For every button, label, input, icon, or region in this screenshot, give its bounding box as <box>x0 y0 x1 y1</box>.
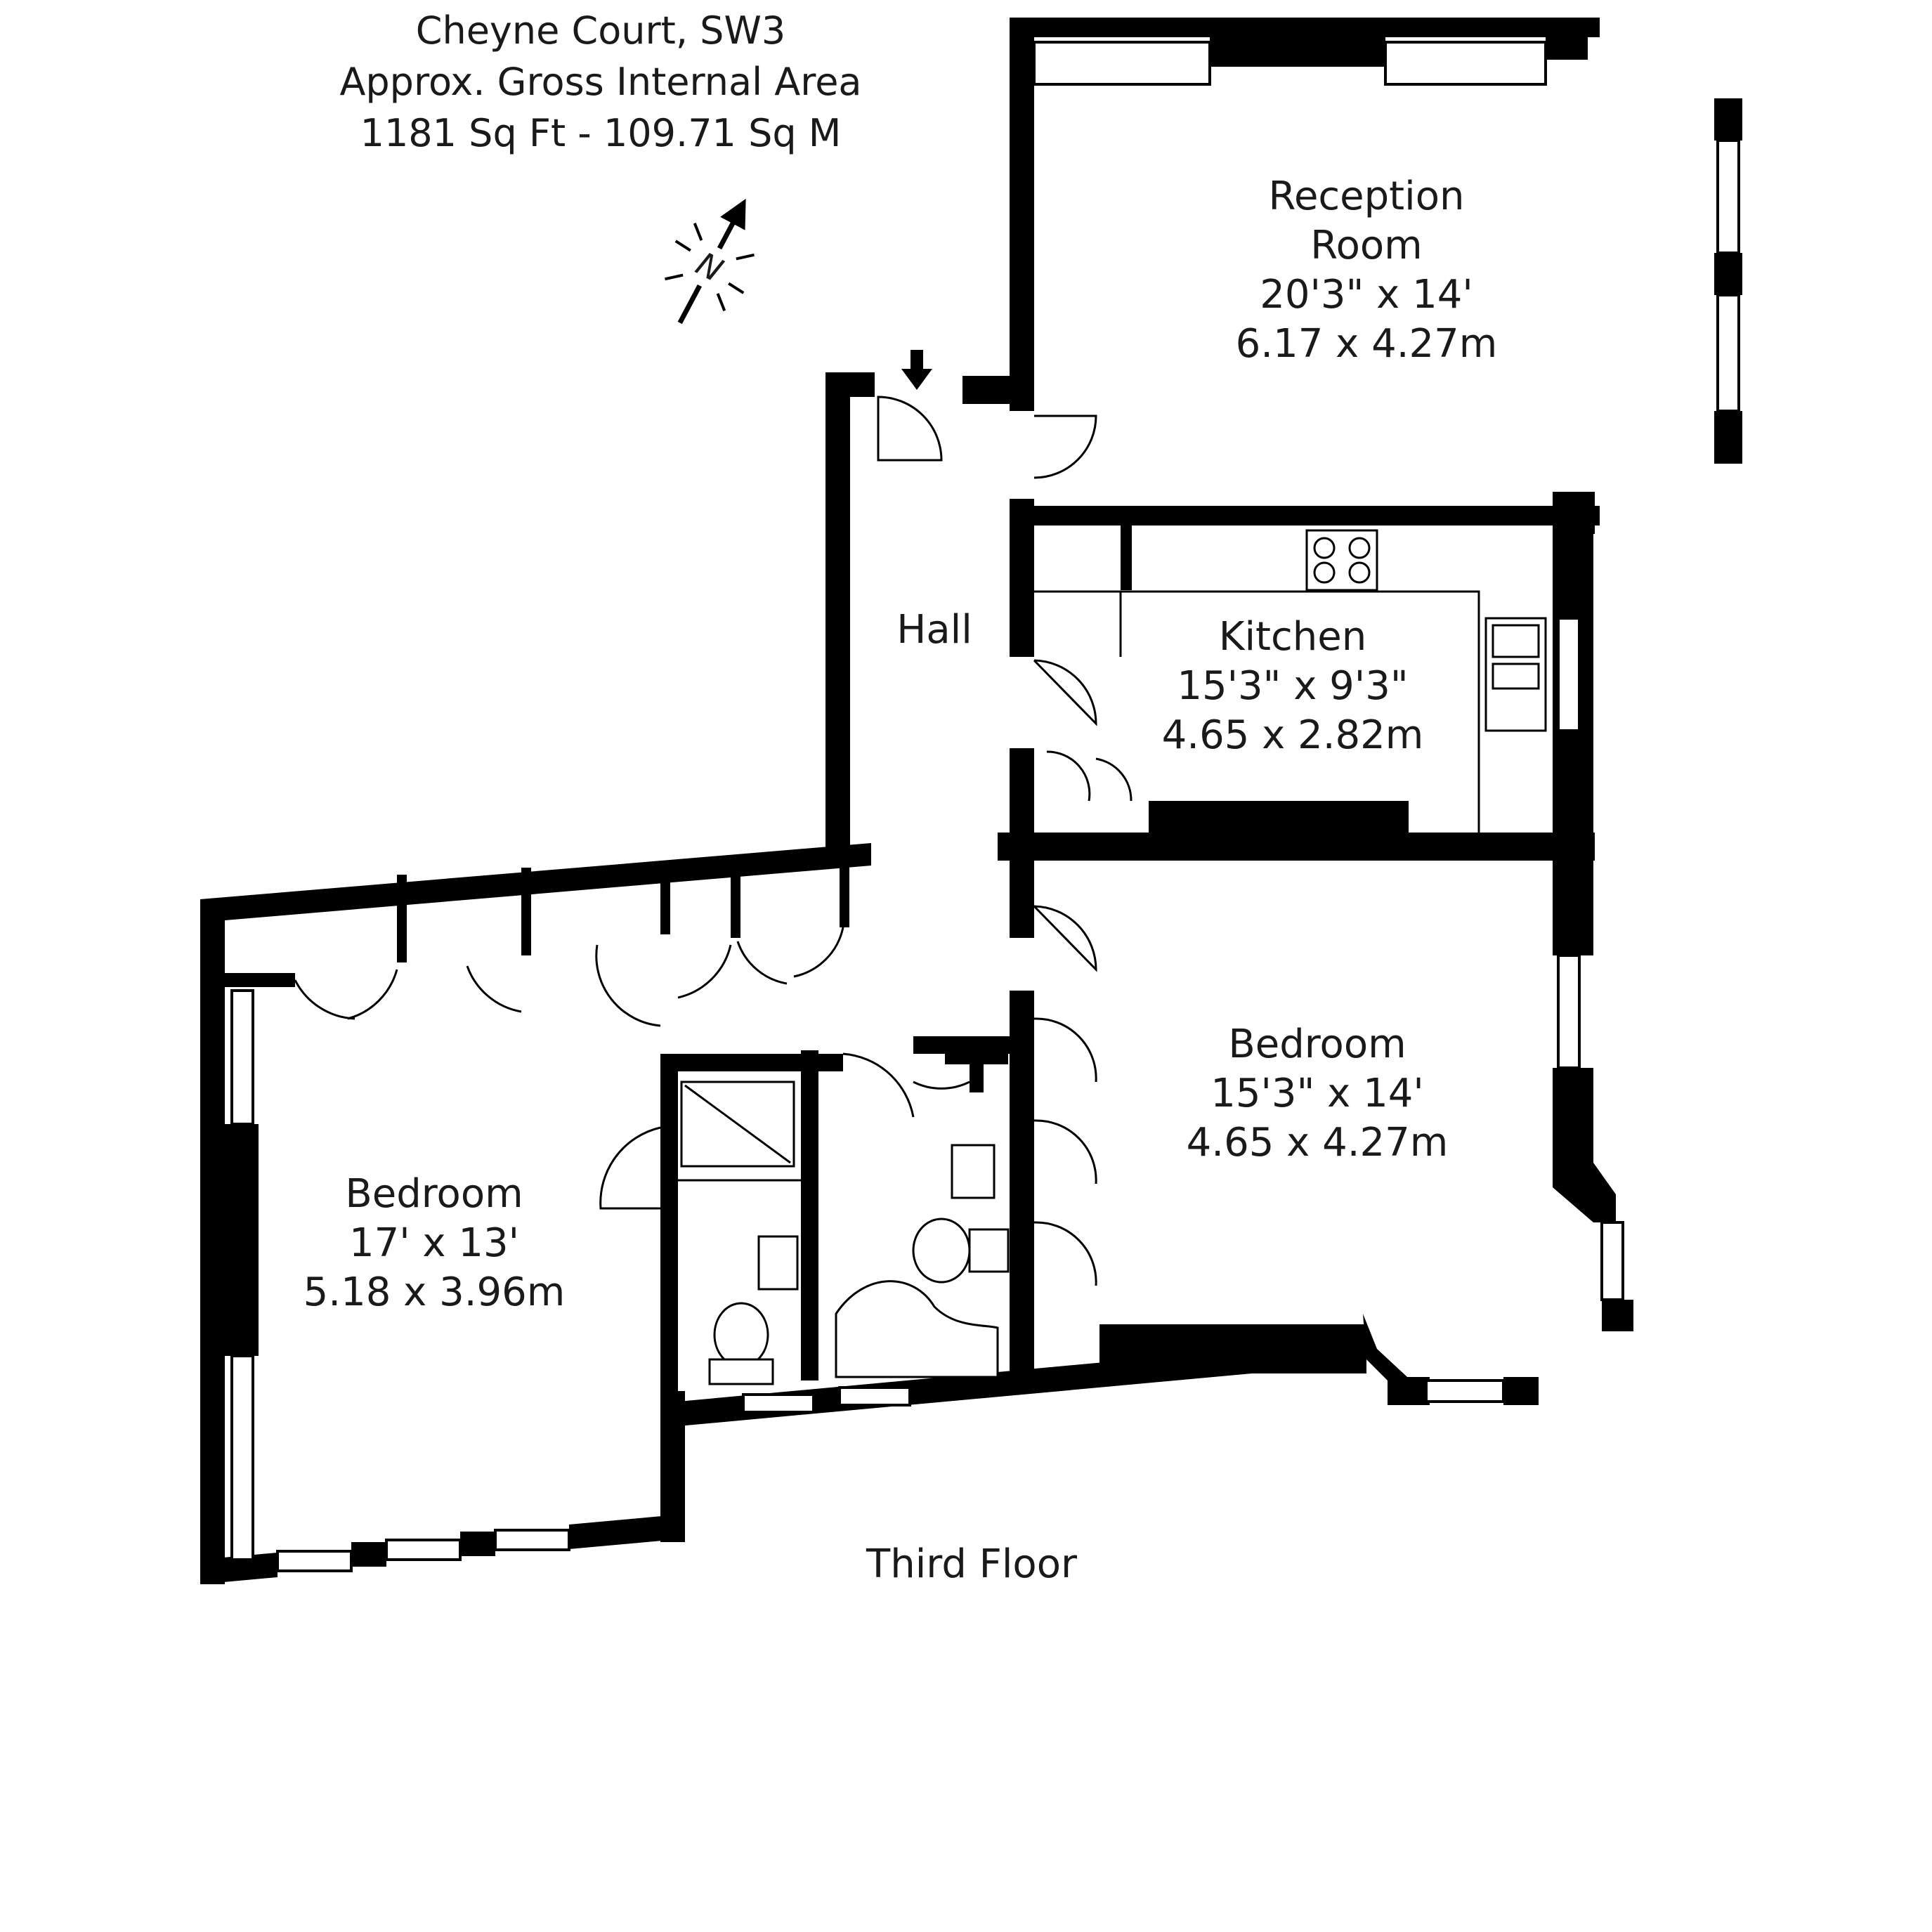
kitchen-fixtures <box>1034 529 1547 833</box>
room-reception: Reception Room 20'3" x 14' 6.17 x 4.27m <box>1236 174 1498 367</box>
room-name: Reception <box>1269 174 1465 219</box>
room-dimensions-metric: 6.17 x 4.27m <box>1236 321 1498 367</box>
room-kitchen: Kitchen 15'3" x 9'3" 4.65 x 2.82m <box>1162 614 1424 758</box>
compass-label: N <box>690 244 729 289</box>
room-name: Bedroom <box>345 1171 523 1217</box>
area-value: 1181 Sq Ft - 109.71 Sq M <box>360 111 842 155</box>
bath-icon <box>835 1280 999 1378</box>
windows <box>230 41 1740 1572</box>
room-name: Kitchen <box>1219 614 1366 660</box>
basin-icon <box>951 1144 996 1199</box>
room-dimensions-metric: 4.65 x 4.27m <box>1187 1120 1449 1166</box>
room-bedroom-left: Bedroom 17' x 13' 5.18 x 3.96m <box>303 1171 566 1315</box>
room-hall: Hall <box>896 607 972 653</box>
walls <box>200 18 1742 1584</box>
room-dimensions-metric: 4.65 x 2.82m <box>1162 712 1424 758</box>
area-title: Approx. Gross Internal Area <box>339 60 861 104</box>
toilet-icon <box>912 1218 971 1284</box>
floor-label: Third Floor <box>866 1541 1078 1587</box>
bathroom-fixtures <box>678 1081 1010 1385</box>
room-dimensions-imperial: 17' x 13' <box>349 1220 519 1266</box>
entrance-arrow-icon <box>901 350 932 390</box>
room-name: Room <box>1310 223 1422 268</box>
toilet-icon <box>713 1302 769 1368</box>
property-name: Cheyne Court, SW3 <box>416 8 785 53</box>
room-dimensions-imperial: 15'3" x 14' <box>1210 1071 1423 1116</box>
room-name: Hall <box>896 607 972 653</box>
plan-header: Cheyne Court, SW3 Approx. Gross Internal… <box>339 8 861 155</box>
room-dimensions-imperial: 20'3" x 14' <box>1260 272 1473 318</box>
basin-icon <box>757 1235 799 1291</box>
north-compass-icon: N <box>665 198 755 325</box>
room-dimensions-imperial: 15'3" x 9'3" <box>1177 663 1408 709</box>
room-dimensions-metric: 5.18 x 3.96m <box>303 1269 566 1315</box>
room-bedroom-right: Bedroom 15'3" x 14' 4.65 x 4.27m <box>1187 1022 1449 1166</box>
room-name: Bedroom <box>1228 1022 1406 1067</box>
